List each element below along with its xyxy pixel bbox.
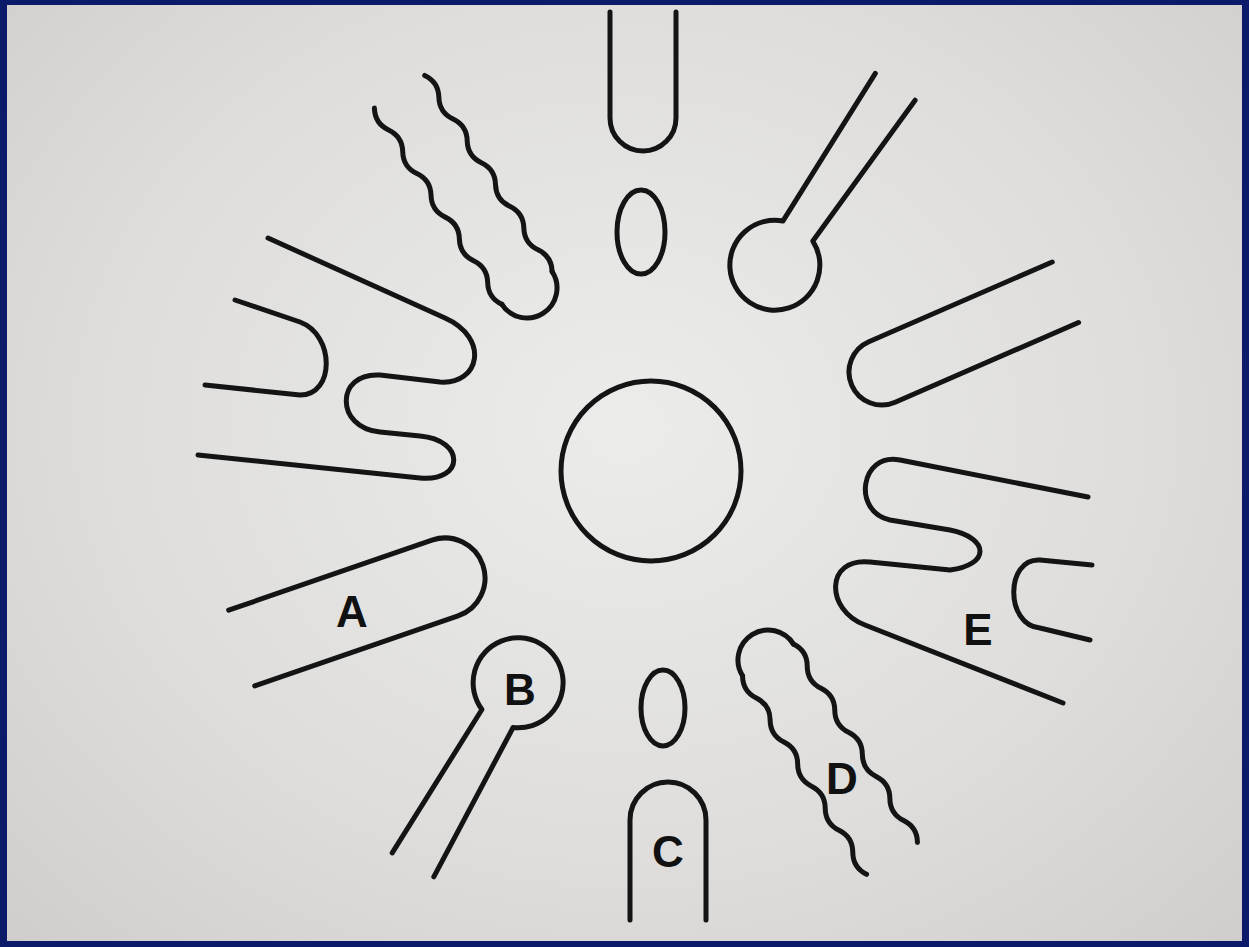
part-letter: B <box>504 668 536 712</box>
branched-outline <box>836 459 1088 703</box>
wavy-wall <box>371 106 505 307</box>
part-letter: A <box>336 590 368 634</box>
central-circle <box>561 381 741 561</box>
finger-outline <box>610 12 676 151</box>
club-shape <box>712 62 932 328</box>
finger-shape <box>229 527 496 686</box>
wavy-tip <box>727 619 794 676</box>
branched-inner <box>205 300 326 395</box>
wavy-wall <box>790 642 921 845</box>
part-letter: E <box>963 608 992 652</box>
wavy-shape <box>371 73 572 331</box>
club-shape <box>374 621 580 887</box>
branched-shape <box>198 238 475 478</box>
wavy-wall <box>421 73 555 274</box>
finger-shape <box>630 782 706 920</box>
oval-section <box>641 670 685 746</box>
branched-inner <box>1014 560 1092 640</box>
branched-outline <box>198 238 475 478</box>
finger-outline <box>229 527 496 686</box>
part-letter: C <box>652 830 684 874</box>
part-letter: D <box>826 757 858 801</box>
club-outline <box>374 621 580 887</box>
wavy-wall <box>739 674 870 877</box>
finger-outline <box>839 262 1079 415</box>
oval-section <box>617 190 665 274</box>
finger-shape <box>839 262 1079 415</box>
branched-shape <box>836 459 1092 703</box>
wavy-tip <box>502 272 569 330</box>
club-outline <box>712 62 932 328</box>
finger-shape <box>610 12 676 151</box>
wavy-shape <box>723 617 921 877</box>
finger-outline <box>630 782 706 920</box>
